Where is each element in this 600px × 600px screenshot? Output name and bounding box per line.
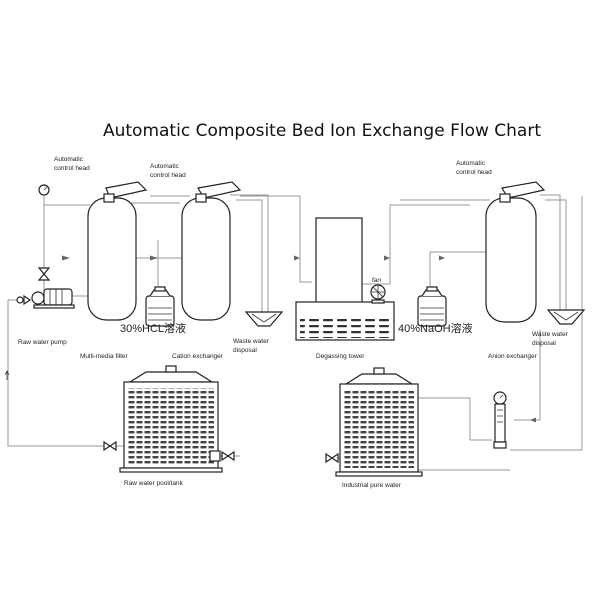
hcl-label: 30%HCL溶液 (120, 321, 186, 335)
control-head-label: Automatic (150, 163, 180, 170)
multi-media-filter-icon (87, 181, 148, 321)
hcl-tank-icon (145, 286, 175, 327)
valve-icon (37, 267, 51, 281)
degassing-tower-icon (295, 217, 395, 341)
waste-water-label: Waste water (233, 338, 270, 345)
raw-water-pool-label: Raw water pool/tank (124, 480, 184, 487)
waste-water-label: Waste water (532, 331, 569, 338)
raw-water-pump-label: Raw water pump (18, 339, 67, 346)
waste-water-label: disposal (532, 340, 556, 347)
control-head-label: control head (150, 172, 186, 179)
fan-icon (370, 284, 386, 304)
raw-water-tank-icon (119, 365, 223, 473)
outlet-valve-icon (209, 450, 235, 462)
naoh-tank-icon (417, 286, 447, 327)
control-head-label: control head (456, 169, 492, 176)
flow-arrows (4, 255, 536, 423)
cation-exchanger-icon (181, 181, 242, 321)
control-head-label: Automatic (54, 156, 84, 163)
fan-label: fan (372, 277, 381, 284)
control-head-label: Automatic (456, 160, 486, 167)
waste-water-label: disposal (233, 347, 257, 354)
pressure-gauge-icon (38, 184, 50, 196)
page-title: Automatic Composite Bed Ion Exchange Flo… (103, 121, 541, 141)
degassing-tower-label: Degassing tower (316, 353, 365, 360)
control-head-label: control head (54, 165, 90, 172)
pipework (7, 194, 583, 471)
pure-water-tank-icon (335, 367, 423, 477)
pure-water-label: Industrial pure water (342, 482, 402, 489)
valve-icon (325, 452, 339, 464)
cation-exchanger-label: Cation exchanger (172, 353, 224, 360)
valve-icon (103, 440, 117, 452)
naoh-label: 40%NaOH溶液 (398, 321, 473, 335)
waste-water-drain-icon (546, 309, 586, 325)
anion-exchanger-label: Anion exchanger (488, 353, 538, 360)
waste-water-drain-icon (244, 311, 284, 327)
anion-exchanger-icon (485, 181, 546, 323)
raw-water-pump-icon (16, 288, 75, 309)
flow-meter-icon (493, 391, 507, 449)
multi-media-filter-label: Multi-media filter (80, 353, 129, 360)
